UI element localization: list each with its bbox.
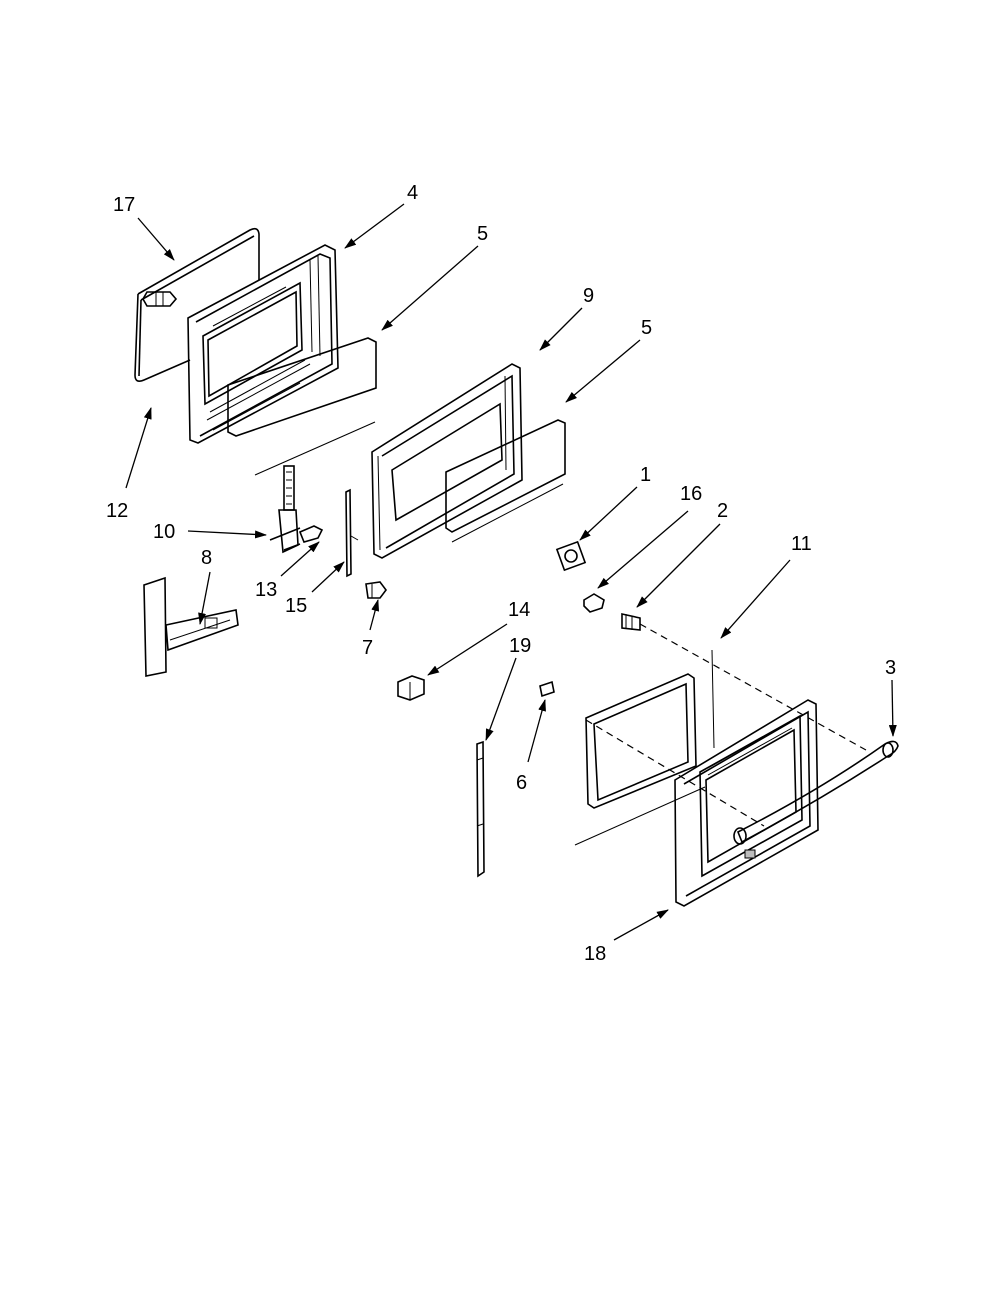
callout-19: 19 — [509, 635, 531, 657]
callout-4: 4 — [407, 182, 418, 204]
callout-12: 12 — [106, 500, 128, 522]
leader-7 — [369, 599, 380, 631]
part-1-badge — [555, 540, 587, 572]
leader-3 — [888, 679, 897, 737]
leader-11 — [720, 559, 791, 639]
leader-8 — [198, 571, 211, 625]
leader-16 — [597, 510, 689, 589]
part-8-trim — [143, 576, 239, 677]
callout-14: 14 — [508, 599, 530, 621]
part-7-screw — [365, 581, 387, 599]
part-12-bumper — [142, 291, 178, 307]
callout-1: 1 — [640, 464, 651, 486]
callout-17: 17 — [113, 194, 135, 216]
part-9-inner-frame — [371, 363, 523, 559]
leader-17 — [137, 217, 175, 261]
part-5-glass-upper — [227, 337, 377, 476]
part-10-hinge — [269, 465, 301, 554]
callout-18: 18 — [584, 943, 606, 965]
callout-6: 6 — [516, 772, 527, 794]
part-17-gasket — [134, 227, 260, 382]
leader-1 — [579, 486, 638, 541]
callout-10: 10 — [153, 521, 175, 543]
callout-5-lower: 5 — [641, 317, 652, 339]
assembly-line-screw-to-handle — [639, 623, 867, 751]
part-6-clip — [539, 680, 555, 698]
leader-9 — [539, 307, 583, 351]
callout-2: 2 — [717, 500, 728, 522]
leader-5a — [381, 245, 479, 331]
part-16-nut — [583, 593, 605, 613]
leader-14 — [427, 623, 508, 676]
leader-15 — [311, 561, 345, 593]
callout-16: 16 — [680, 483, 702, 505]
part-5-glass-lower — [445, 419, 566, 543]
assembly-line-glass-to-door — [585, 719, 765, 827]
leader-6 — [527, 699, 546, 763]
callout-7: 7 — [362, 637, 373, 659]
callout-8: 8 — [201, 547, 212, 569]
callout-3: 3 — [885, 657, 896, 679]
part-2-screw — [621, 613, 641, 631]
part-15-strip — [345, 488, 359, 578]
part-18-outer-door — [674, 699, 819, 907]
leader-18 — [613, 909, 669, 941]
part-11-window-glass — [574, 649, 715, 846]
leader-4 — [344, 203, 405, 249]
callout-11: 11 — [791, 533, 812, 555]
leader-19 — [485, 657, 517, 741]
part-3-handle — [733, 740, 899, 845]
leader-13 — [280, 541, 320, 577]
callout-5-upper: 5 — [477, 223, 488, 245]
callout-9: 9 — [583, 285, 594, 307]
part-19-strip — [476, 740, 485, 878]
callout-15: 15 — [285, 595, 307, 617]
leader-2 — [636, 523, 721, 608]
leader-5b — [565, 339, 641, 403]
part-13-screw — [298, 525, 324, 543]
part-4-outer-door-panel — [187, 244, 339, 444]
leader-12 — [125, 407, 152, 489]
leader-10 — [187, 530, 267, 539]
part-14-clip — [397, 675, 425, 701]
callout-13: 13 — [255, 579, 277, 601]
